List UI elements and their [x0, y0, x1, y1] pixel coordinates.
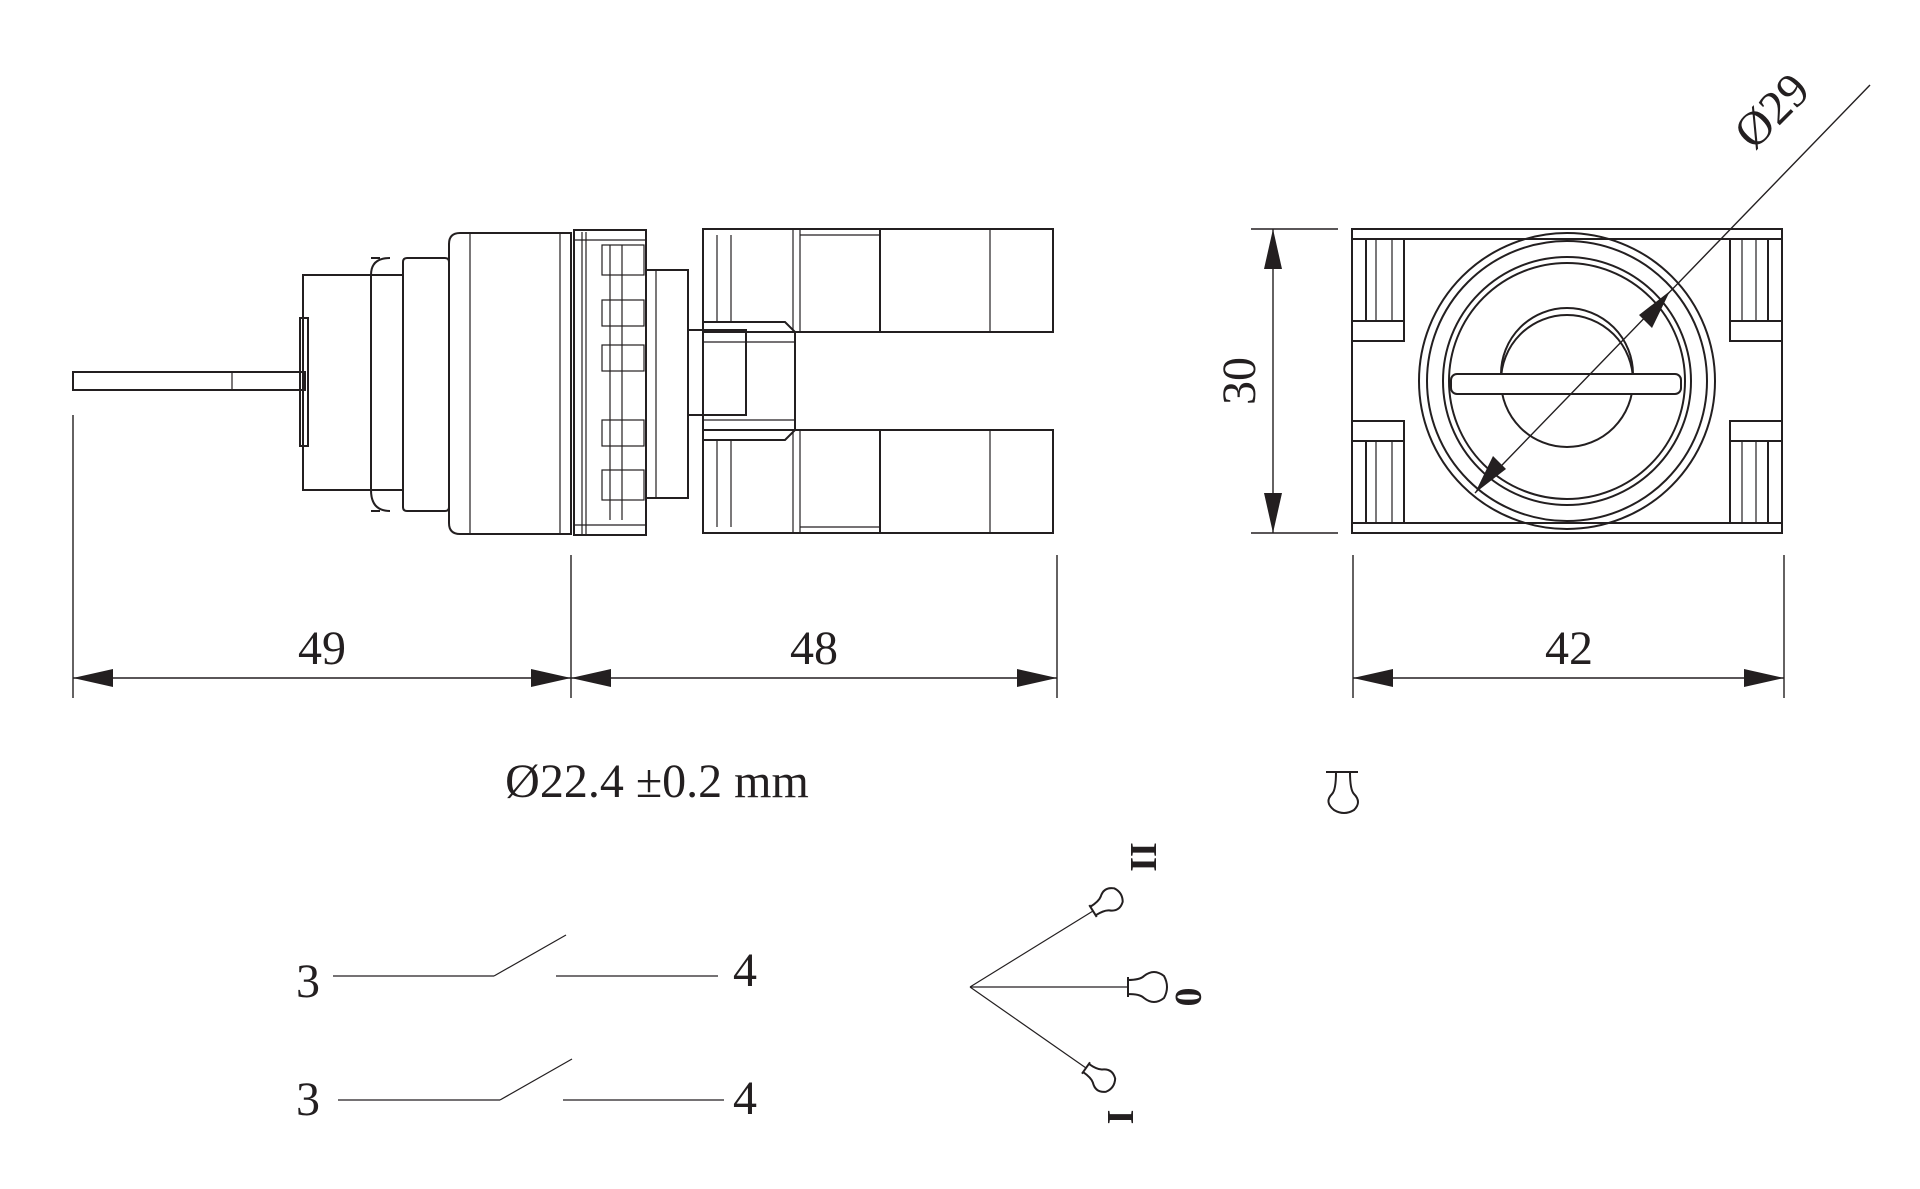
contact-1-right: 4	[733, 944, 757, 997]
dimension-lines	[72, 84, 1871, 698]
connector	[645, 269, 747, 499]
front-housing	[1351, 228, 1783, 534]
bezel-ring	[448, 232, 572, 535]
position-I: I	[1099, 1110, 1141, 1125]
side-view	[72, 228, 1054, 536]
dim-42: 42	[1545, 622, 1593, 675]
position-0: 0	[1167, 988, 1209, 1007]
front-view	[1351, 228, 1783, 534]
contact-2-left: 3	[296, 1073, 320, 1126]
dim-49: 49	[298, 622, 346, 675]
front-bezel	[1418, 232, 1716, 530]
contact-2-right: 4	[733, 1072, 757, 1125]
key-shaft	[72, 371, 306, 391]
contact-block	[702, 228, 1054, 534]
contact-schematic	[333, 934, 724, 1101]
dim-30: 30	[1213, 357, 1266, 405]
position-II: II	[1122, 842, 1164, 872]
key-symbol-icon	[1326, 771, 1359, 814]
mounting-hole-label: Ø22.4 ±0.2 mm	[505, 755, 809, 808]
ribbed-collar	[573, 229, 647, 536]
contact-1-left: 3	[296, 955, 320, 1008]
dim-diameter-29: Ø29	[1724, 63, 1820, 159]
lock-cylinder	[299, 257, 450, 512]
key-position-icon	[969, 887, 1168, 1093]
dim-48: 48	[790, 622, 838, 675]
